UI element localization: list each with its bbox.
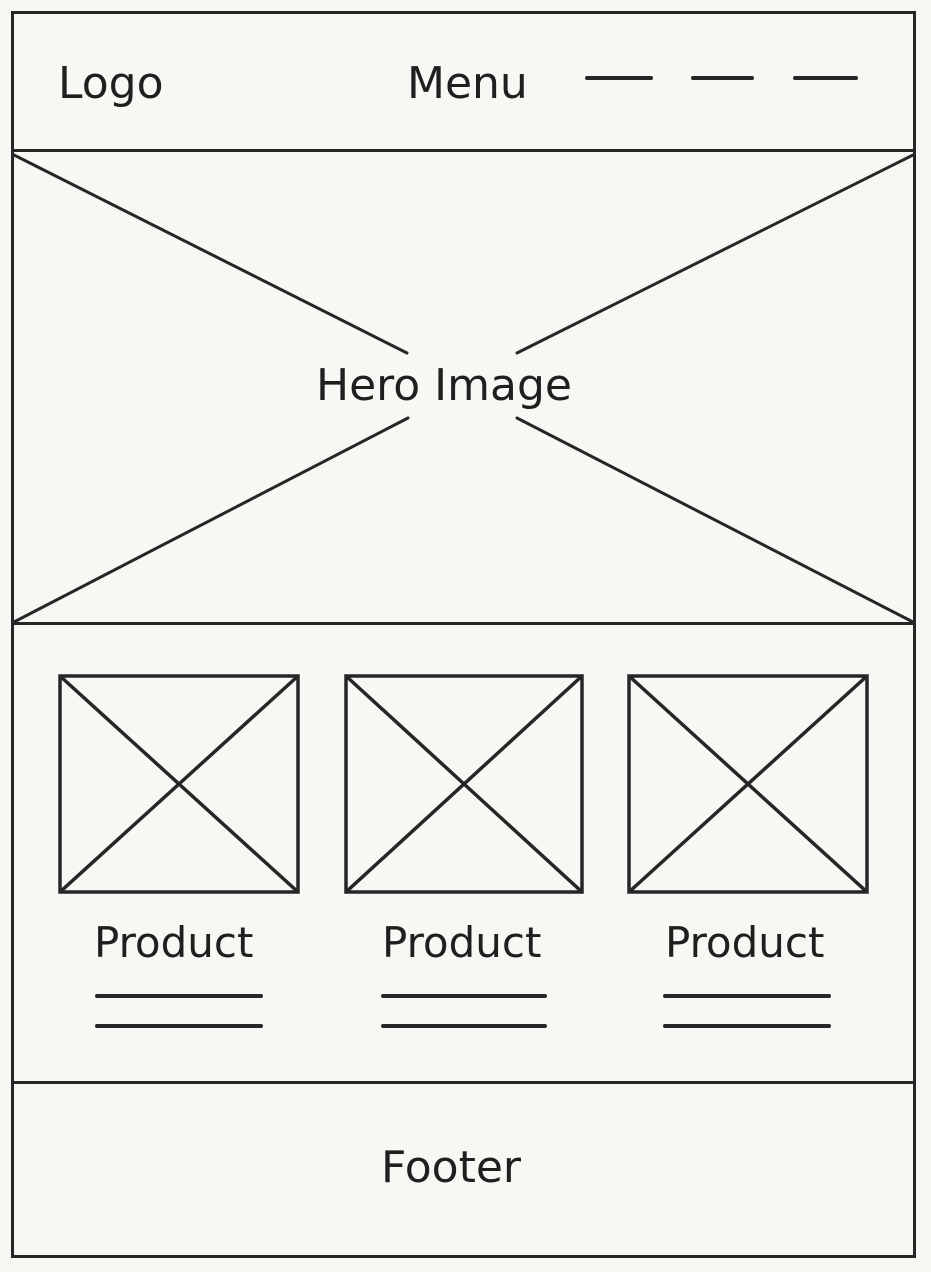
product-description-line <box>663 994 831 998</box>
product-description-line <box>95 1024 263 1028</box>
product-title[interactable]: Product <box>382 918 542 967</box>
product-title[interactable]: Product <box>665 918 825 967</box>
wireframe-page-frame <box>11 11 916 1258</box>
menu-item-placeholder-3[interactable] <box>793 76 858 80</box>
footer-label: Footer <box>381 1142 521 1193</box>
menu-label[interactable]: Menu <box>407 58 528 109</box>
product-title[interactable]: Product <box>94 918 254 967</box>
product-description-line <box>381 1024 547 1028</box>
hero-image-label: Hero Image <box>316 360 572 411</box>
header-divider <box>11 149 916 152</box>
product-description-line <box>381 994 547 998</box>
logo[interactable]: Logo <box>58 58 164 109</box>
product-description-line <box>95 994 263 998</box>
footer-divider <box>11 1081 916 1084</box>
hero-divider <box>11 622 916 625</box>
menu-item-placeholder-2[interactable] <box>691 76 754 80</box>
product-description-line <box>663 1024 831 1028</box>
menu-item-placeholder-1[interactable] <box>585 76 653 80</box>
